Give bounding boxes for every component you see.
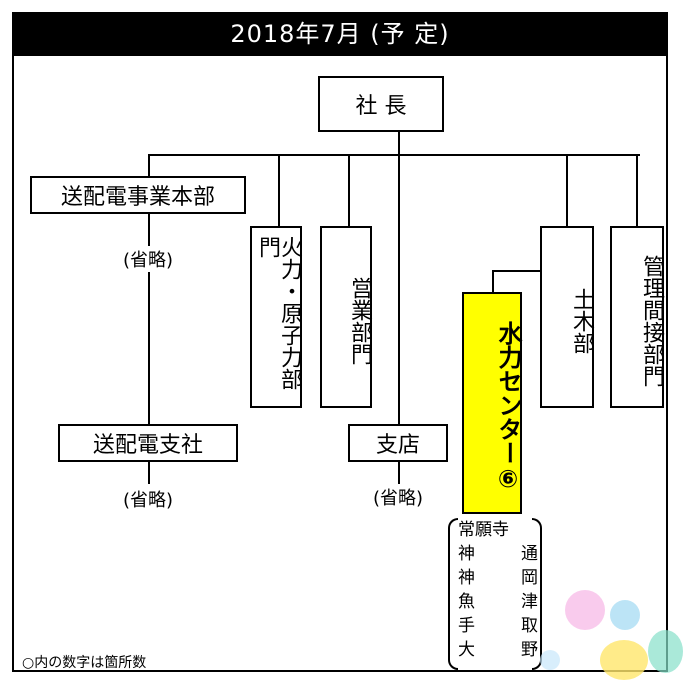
hydro-drop bbox=[492, 270, 494, 292]
sd-branch-box: 送配電支社 bbox=[58, 424, 238, 462]
sales-box: 営業部門 bbox=[320, 226, 372, 408]
trunk-line bbox=[148, 154, 640, 156]
hydro-center-label: 水力センター⑥ bbox=[494, 321, 522, 493]
decor-dot bbox=[610, 600, 640, 630]
location-row: 大野 bbox=[458, 640, 538, 660]
locations-list: 常願寺 神通 神岡 魚津 手取 大野 bbox=[458, 518, 538, 670]
drop-mgmt bbox=[636, 154, 638, 226]
president-box: 社 長 bbox=[318, 76, 444, 132]
sd-branch-label: 送配電支社 bbox=[92, 433, 203, 458]
decor-dot bbox=[540, 650, 560, 670]
branch-stem bbox=[398, 462, 400, 484]
decor-dot bbox=[565, 590, 605, 630]
branch-omit: (省略) bbox=[372, 488, 424, 509]
location-row: 神通 bbox=[458, 544, 538, 564]
drop-sd bbox=[148, 154, 150, 176]
locations-bracket-left bbox=[448, 518, 458, 670]
civil-hydro-line bbox=[492, 270, 540, 272]
sd-hq-label: 送配電事業本部 bbox=[60, 185, 215, 210]
page-title: 2018年7月 (予 定) bbox=[12, 12, 668, 56]
branch-label: 支店 bbox=[375, 433, 420, 458]
civil-label: 土木部 bbox=[569, 288, 594, 354]
location-row: 魚津 bbox=[458, 592, 538, 612]
branch-box: 支店 bbox=[348, 424, 448, 462]
mgmt-box: 管理間接部門 bbox=[610, 226, 664, 408]
sd-branch-stem bbox=[148, 462, 150, 484]
footnote: ○内の数字は箇所数 bbox=[22, 655, 147, 671]
location-row: 神岡 bbox=[458, 568, 538, 588]
sd-stem bbox=[148, 214, 150, 424]
mgmt-label: 管理間接部門 bbox=[639, 255, 664, 387]
sd-branch-omit: (省略) bbox=[122, 490, 174, 511]
sales-label: 営業部門 bbox=[347, 277, 372, 365]
hydro-center-box: 水力センター⑥ bbox=[462, 292, 522, 514]
decor-dot bbox=[600, 640, 648, 680]
thermal-label: 火力・原子力部門 bbox=[255, 236, 302, 390]
sd-omit: (省略) bbox=[88, 246, 208, 272]
drop-sales bbox=[348, 154, 350, 226]
president-label: 社 長 bbox=[355, 94, 407, 119]
decor-dot bbox=[648, 630, 683, 673]
sd-hq-box: 送配電事業本部 bbox=[30, 176, 246, 214]
civil-box: 土木部 bbox=[540, 226, 594, 408]
thermal-box: 火力・原子力部門 bbox=[250, 226, 302, 408]
president-stem bbox=[398, 132, 400, 424]
location-row: 常願寺 bbox=[458, 520, 509, 540]
drop-thermal bbox=[278, 154, 280, 226]
location-row: 手取 bbox=[458, 616, 538, 636]
drop-civil bbox=[566, 154, 568, 226]
